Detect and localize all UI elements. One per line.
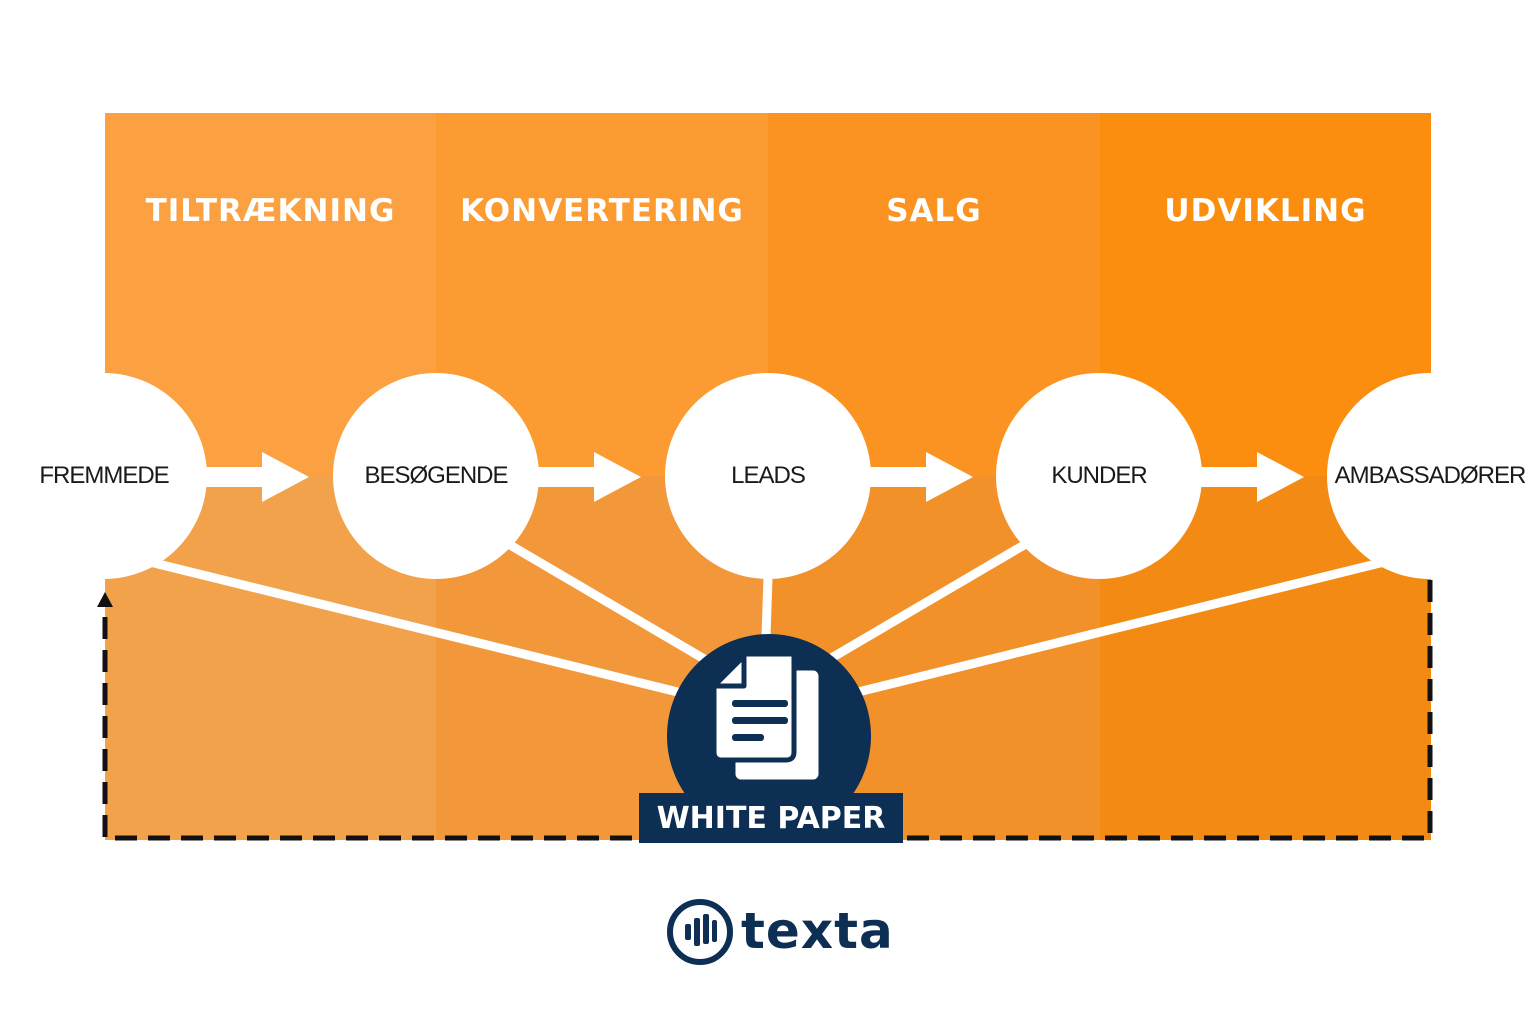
node-label: AMBASSADØRER — [1334, 462, 1527, 489]
connector-line-ambassadorer — [844, 557, 1386, 700]
flow-arrow-2 — [537, 452, 641, 502]
node-besogende: BESØGENDE — [333, 373, 539, 579]
stage-title: KONVERTERING — [460, 193, 744, 229]
node-leads: LEADS — [665, 373, 871, 579]
stage-title: UDVIKLING — [1164, 193, 1367, 229]
node-label: LEADS — [731, 462, 806, 489]
node-kunder: KUNDER — [996, 373, 1202, 579]
node-fremmede: FREMMEDE — [1, 373, 207, 579]
connector-line-fremmede — [148, 557, 692, 700]
texta-logo-text: texta — [741, 902, 894, 960]
connector-line-kunder — [825, 541, 1027, 664]
node-label: FREMMEDE — [39, 462, 169, 489]
node-ambassadorer: AMBASSADØRER — [1327, 373, 1533, 579]
connector-line-leads — [761, 577, 773, 637]
stage-title: TILTRÆKNING — [145, 193, 396, 229]
stage-title: SALG — [886, 193, 982, 229]
flow-arrow-3 — [869, 452, 973, 502]
loop-back-arrow — [97, 580, 1433, 841]
node-label: KUNDER — [1051, 462, 1147, 489]
texta-logo-icon — [667, 899, 733, 965]
document-icon — [711, 651, 824, 785]
flow-arrow-4 — [1200, 452, 1304, 502]
white-paper-label: WHITE PAPER — [639, 793, 903, 843]
connector-line-besogende — [507, 541, 709, 664]
node-label: BESØGENDE — [364, 462, 508, 489]
flow-arrow-1 — [205, 452, 309, 502]
